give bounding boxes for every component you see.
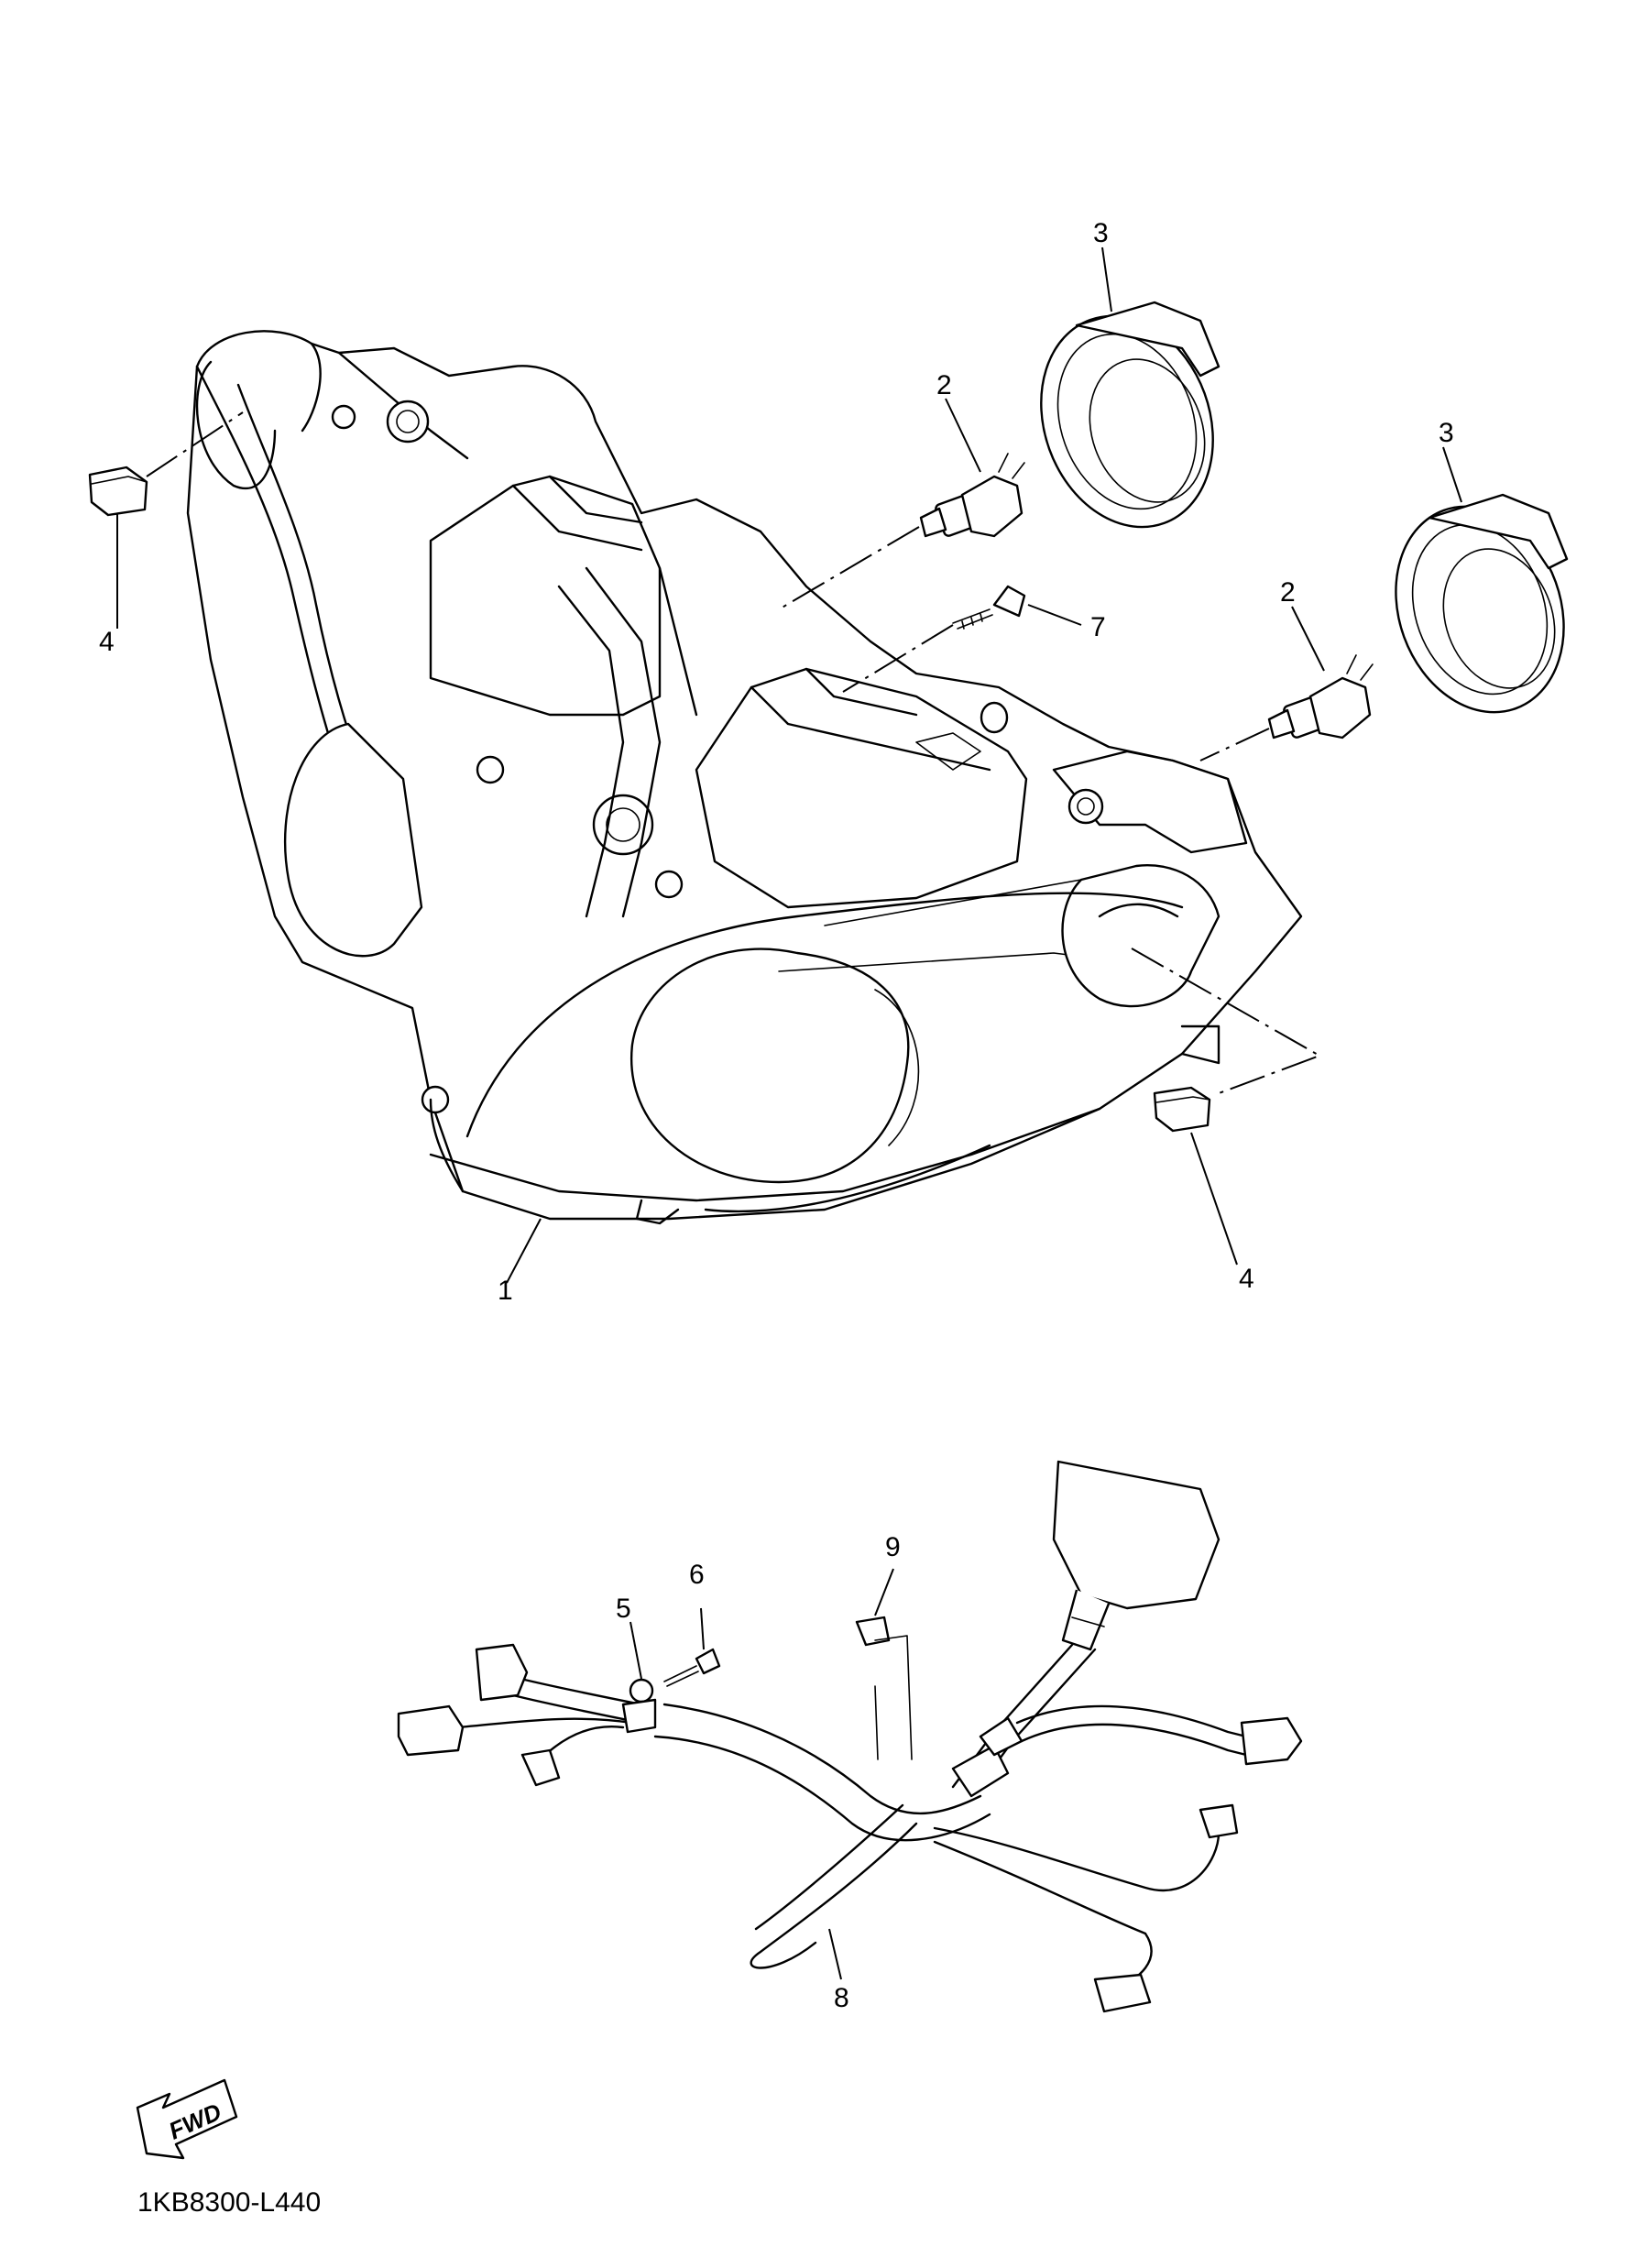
callout-4-left: 4 xyxy=(99,627,115,657)
callout-2-right: 2 xyxy=(1280,577,1296,608)
callout-7: 7 xyxy=(1090,612,1106,642)
callout-5: 5 xyxy=(616,1594,631,1624)
callouts: 3 2 3 2 7 4 4 1 5 6 9 8 xyxy=(99,218,1454,2013)
connector-e xyxy=(1199,1803,1239,1839)
drawing-code: 1KB8300-L440 xyxy=(137,2187,321,2218)
callout-2-left: 2 xyxy=(936,370,952,400)
callout-8: 8 xyxy=(834,1983,849,2013)
callout-4-right: 4 xyxy=(1239,1264,1254,1294)
connector-c xyxy=(520,1748,561,1787)
callout-1: 1 xyxy=(498,1276,513,1306)
cap-right xyxy=(1153,1086,1211,1133)
cap-left xyxy=(88,466,148,517)
connector-d xyxy=(1240,1716,1303,1766)
leader-lines xyxy=(116,247,1462,1980)
dashed-assembly-lines xyxy=(146,411,1322,1096)
screw-headlight xyxy=(952,585,1026,630)
connector-b xyxy=(397,1704,465,1757)
fwd-arrow: FWD xyxy=(136,2078,238,2160)
connector-f xyxy=(1093,1973,1152,2013)
callout-6: 6 xyxy=(689,1560,705,1590)
callout-3-left: 3 xyxy=(1093,218,1109,248)
socket-cover-left xyxy=(1040,301,1221,529)
callout-3-right: 3 xyxy=(1439,418,1454,448)
wire-harness xyxy=(397,1460,1303,2013)
callout-9: 9 xyxy=(885,1532,901,1562)
headlight-assembly xyxy=(186,330,1303,1225)
headlight-bulb-left xyxy=(919,453,1025,538)
connector-a xyxy=(475,1643,529,1702)
socket-cover-right xyxy=(1395,493,1569,714)
headlight-bulb-right xyxy=(1267,654,1374,740)
